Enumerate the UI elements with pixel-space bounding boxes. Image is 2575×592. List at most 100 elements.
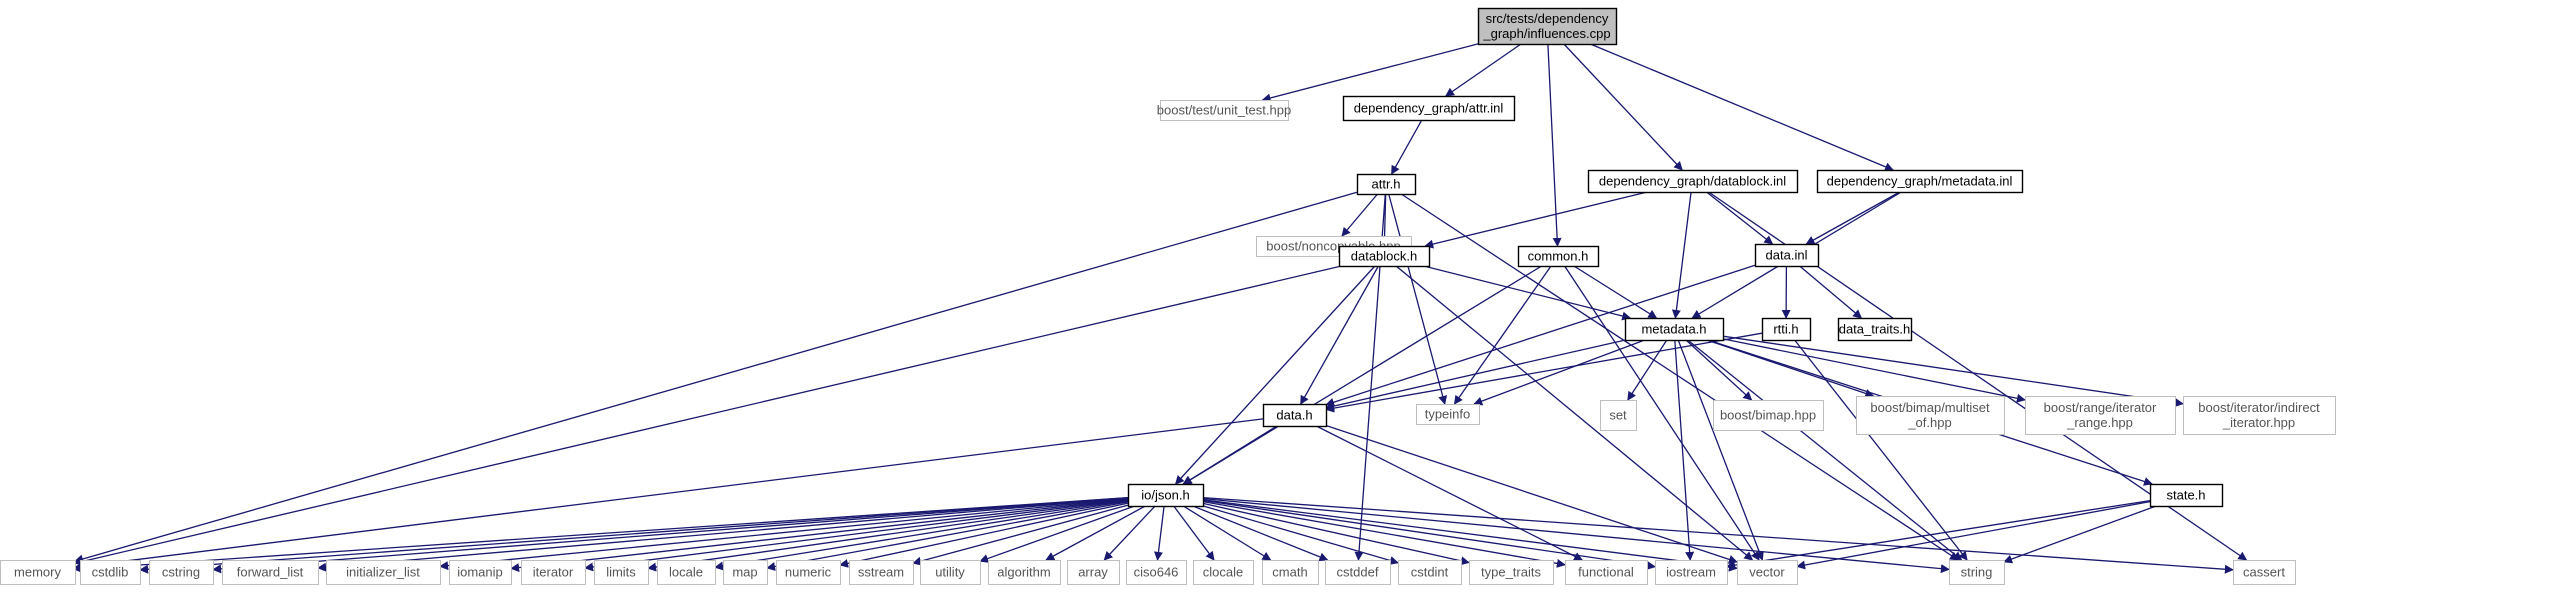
edge-json_h-to-initializer_list	[439, 498, 1129, 571]
node-box	[1600, 400, 1637, 431]
edge-json_h-to-forward_list	[317, 497, 1129, 572]
node-common-h[interactable]: common.h	[1517, 245, 1600, 268]
node-label: algorithm	[997, 565, 1050, 580]
node-label: _range.hpp	[2066, 415, 2133, 430]
edge-json_h-to-utility	[979, 505, 1135, 563]
edge-metadata_h-to-iostream	[1674, 339, 1695, 561]
node-label: _graph/influences.cpp	[1482, 26, 1610, 41]
edge-metadata_h-to-data_h	[1325, 339, 1626, 411]
edge-rtti_h-to-data_h	[1325, 332, 1763, 413]
edge-metadata_h-to-vector	[1677, 339, 1764, 561]
dependency-nodes: src/tests/dependency_graph/influences.cp…	[0, 7, 2336, 585]
node-box	[1754, 243, 1820, 268]
node-label: clocale	[1203, 565, 1243, 580]
node-range: boost/range/iterator_range.hpp	[2025, 396, 2176, 435]
node-box	[1342, 95, 1516, 122]
edge-root-to-unit_test	[1261, 43, 1479, 103]
node-box	[80, 560, 141, 585]
node-clocale: clocale	[1193, 560, 1254, 585]
node-box	[1565, 560, 1648, 585]
node-forward-list: forward_list	[222, 560, 319, 585]
node-attr-h[interactable]: attr.h	[1356, 173, 1417, 196]
dependency-edges	[74, 43, 2248, 574]
node-type-traits: type_traits	[1469, 560, 1554, 585]
node-box	[1816, 169, 2024, 194]
node-attr-inl[interactable]: dependency_graph/attr.inl	[1342, 95, 1516, 122]
node-box	[2149, 483, 2224, 508]
node-box	[1325, 560, 1391, 585]
edge-root-to-common_h	[1547, 43, 1562, 247]
node-box	[1761, 317, 1812, 342]
node-box	[1837, 317, 1913, 342]
node-label: dependency_graph/metadata.inl	[1827, 174, 2013, 189]
node-datablock-inl[interactable]: dependency_graph/datablock.inl	[1587, 169, 1799, 194]
edge-json_h-to-memory	[74, 496, 1129, 574]
node-label: cstdlib	[92, 565, 129, 580]
node-numeric: numeric	[776, 560, 841, 585]
node-array: array	[1067, 560, 1120, 585]
node-label: boost/iterator/indirect	[2198, 400, 2320, 415]
node-box	[0, 560, 76, 585]
node-label: state.h	[2166, 488, 2205, 503]
edge-data_h-to-memory	[74, 418, 1264, 571]
edge-root-to-attr_inl	[1445, 43, 1522, 97]
node-label: ciso646	[1134, 565, 1179, 580]
node-box	[1338, 245, 1431, 268]
node-label: boost/bimap.hpp	[1720, 408, 1816, 423]
node-box	[723, 560, 768, 585]
node-label: locale	[669, 565, 703, 580]
node-indirect: boost/iterator/indirect_iterator.hpp	[2183, 396, 2336, 435]
edge-common_h-to-metadata_h	[1573, 265, 1658, 319]
node-box	[1127, 483, 1205, 508]
node-label: forward_list	[237, 565, 304, 580]
node-cmath: cmath	[1262, 560, 1319, 585]
node-box	[2233, 560, 2296, 585]
node-sstream: sstream	[849, 560, 914, 585]
node-box	[1737, 560, 1798, 585]
edge-rtti_h-to-string	[1794, 339, 1968, 561]
node-data-traits[interactable]: data_traits.h	[1837, 317, 1913, 342]
node-memory: memory	[0, 560, 76, 585]
edge-data_h-to-json_h	[1182, 425, 1278, 485]
node-functional: functional	[1565, 560, 1648, 585]
node-rtti-h[interactable]: rtti.h	[1761, 317, 1812, 342]
node-box	[1356, 173, 1417, 196]
node-unit-test: boost/test/unit_test.hpp	[1157, 100, 1291, 121]
edge-metadata_h-to-range	[1722, 338, 2026, 403]
node-label: functional	[1578, 565, 1634, 580]
node-datablock-h[interactable]: datablock.h	[1338, 245, 1431, 268]
node-set: set	[1600, 400, 1637, 431]
node-metadata-h[interactable]: metadata.h	[1624, 317, 1725, 342]
node-cstdint: cstdint	[1398, 560, 1462, 585]
edge-datablock_inl-to-datablock_h	[1424, 191, 1648, 249]
edge-metadata_h-to-set	[1627, 339, 1668, 401]
node-label: iomanip	[457, 565, 503, 580]
node-box	[149, 560, 214, 585]
node-map: map	[723, 560, 768, 585]
node-state-h[interactable]: state.h	[2149, 483, 2224, 508]
node-metadata-inl[interactable]: dependency_graph/metadata.inl	[1816, 169, 2024, 194]
node-iomanip: iomanip	[449, 560, 512, 585]
node-json-h[interactable]: io/json.h	[1127, 483, 1205, 508]
node-label: boost/bimap/multiset	[1870, 400, 1990, 415]
edge-root-to-metadata_inl	[1590, 43, 1894, 172]
node-label: boost/test/unit_test.hpp	[1157, 103, 1291, 118]
node-box	[1655, 560, 1728, 585]
node-vector: vector	[1737, 560, 1798, 585]
node-data-h[interactable]: data.h	[1262, 403, 1328, 428]
node-label: iterator	[533, 565, 574, 580]
edge-json_h-to-limits	[647, 499, 1129, 572]
node-box	[1517, 245, 1600, 268]
node-label: rtti.h	[1773, 322, 1798, 337]
node-ciso646: ciso646	[1126, 560, 1187, 585]
edge-json_h-to-cstdlib	[139, 497, 1129, 574]
edge-datablock_inl-to-data_inl	[1706, 191, 1774, 245]
node-label: string	[1961, 565, 1993, 580]
node-data-inl[interactable]: data.inl	[1754, 243, 1820, 268]
edge-json_h-to-type_traits	[1202, 502, 1470, 566]
node-root[interactable]: src/tests/dependency_graph/influences.cp…	[1477, 7, 1618, 46]
node-box	[222, 560, 319, 585]
edge-json_h-to-functional	[1202, 500, 1566, 568]
edge-root-to-datablock_inl	[1563, 43, 1683, 171]
node-label: limits	[606, 565, 636, 580]
